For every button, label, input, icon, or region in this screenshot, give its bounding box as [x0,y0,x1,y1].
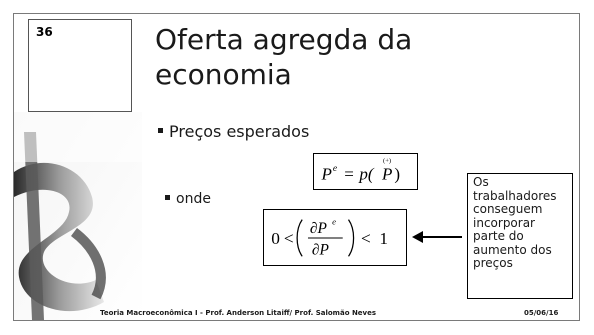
equation-expected-price: P e = p( P ) (+) [313,153,418,190]
eq1-sign: (+) [383,158,391,165]
arrow-left-icon [412,231,462,243]
bullet-text: Preços esperados [169,122,310,141]
bullet-square-icon [165,194,170,200]
callout-line: aumento dos [473,242,552,257]
callout-line: preços [473,256,513,270]
eq1-close: ) [394,165,400,184]
callout-line: conseguem [473,202,543,216]
slide-title: Oferta agregda da economia [155,22,575,92]
callout-line: Os [473,175,489,189]
dollar-sign-icon [14,112,142,320]
eq2-num-sup: e [332,216,336,226]
callout-box: Os trabalhadores conseguem incorporar pa… [467,173,573,299]
bullet-text: onde [176,191,211,207]
callout-line: incorporar [473,215,535,230]
eq1-equals: = [344,165,354,184]
callout-line: parte do [473,229,524,243]
footer-date: 05/06/16 [524,309,559,317]
bullet-precos-esperados: Preços esperados [158,122,309,141]
slide-number: 36 [36,25,53,39]
footer-text: Teoria Macroeconômica I - Prof. Anderson… [100,309,377,317]
eq2-right-paren [347,219,355,257]
bullet-onde: onde [165,191,211,207]
bullet-square-icon [158,128,163,133]
slide-number-box: 36 [28,19,132,112]
eq2-lt2: < [361,229,371,248]
eq2-left-paren [296,219,303,257]
eq2-lt1: < [284,229,294,248]
eq1-func: p( [358,165,375,184]
eq2-one: 1 [379,229,388,248]
title-line-2: economia [155,58,292,91]
title-line-1: Oferta agregda da [155,23,413,56]
equation-partial-derivative: 0 < ∂P e ∂P < 1 [263,209,407,266]
eq1-lhs: P [321,165,332,184]
eq2-den: ∂P [312,241,330,258]
eq1-var: P [381,165,392,184]
callout-line: trabalhadores [473,188,557,203]
eq2-num: ∂P [310,220,328,237]
eq1-lhs-sup: e [333,164,337,174]
eq2-zero: 0 [271,229,280,248]
slide-frame [13,13,580,321]
